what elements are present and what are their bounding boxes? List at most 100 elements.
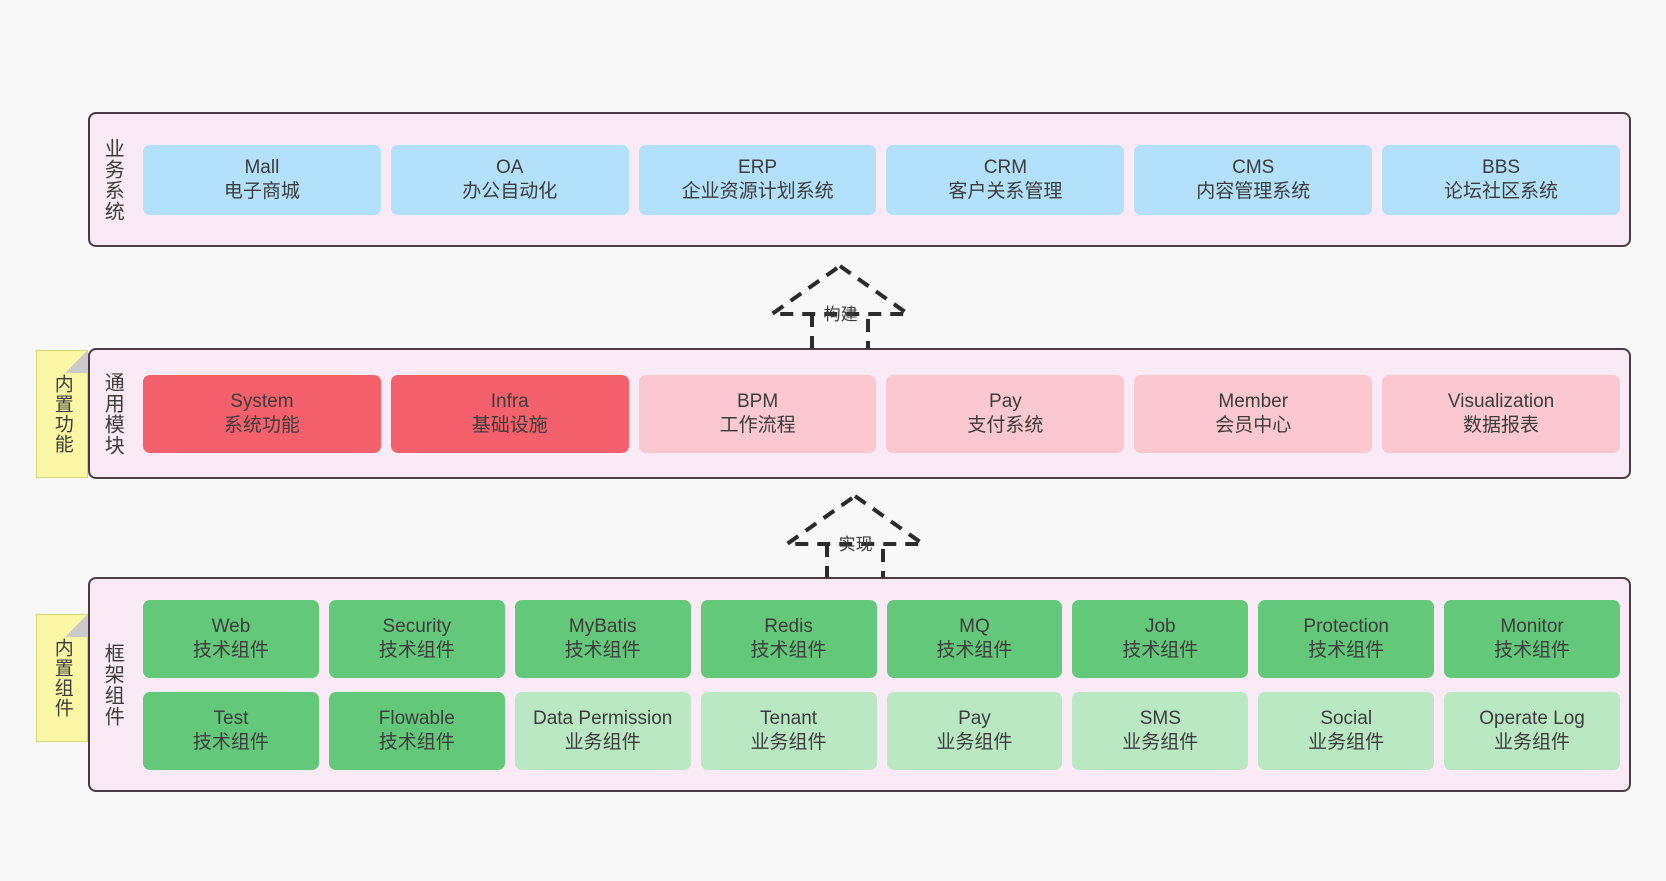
cell-erp-cn: 企业资源计划系统: [681, 180, 834, 202]
cell-pay-component-en: Pay: [958, 707, 991, 729]
cell-mall-en: Mall: [244, 156, 280, 178]
cell-redis[interactable]: Redis 技术组件: [700, 599, 877, 678]
cell-social-en: Social: [1320, 707, 1373, 729]
cell-bpm[interactable]: BPM 工作流程: [638, 374, 877, 453]
cell-sms[interactable]: SMS 业务组件: [1072, 691, 1249, 770]
cell-oa-en: OA: [496, 156, 524, 178]
cell-social-cn: 业务组件: [1308, 731, 1385, 753]
layer-business-cells: Mall 电子商城 OA 办公自动化 ERP 企业资源计划系统 CRM 客户关系…: [134, 114, 1629, 245]
cell-crm-en: CRM: [983, 156, 1028, 178]
cell-pay-component-cn: 业务组件: [936, 731, 1013, 753]
cell-erp[interactable]: ERP 企业资源计划系统: [638, 144, 877, 215]
cell-monitor[interactable]: Monitor 技术组件: [1444, 599, 1620, 678]
cell-system-cn: 系统功能: [223, 414, 300, 436]
cell-job[interactable]: Job 技术组件: [1072, 599, 1249, 678]
cell-crm-cn: 客户关系管理: [948, 180, 1063, 202]
arrow-realize-label: 实现: [838, 535, 873, 554]
cell-visualization-cn: 数据报表: [1463, 414, 1540, 436]
cell-sms-cn: 业务组件: [1122, 731, 1199, 753]
cell-mybatis-en: MyBatis: [568, 615, 637, 637]
layer-business-systems: 业务系统 Mall 电子商城 OA 办公自动化 ERP 企业资源计划系统 CRM…: [88, 112, 1631, 247]
cell-protection-cn: 技术组件: [1308, 639, 1385, 661]
note-builtin-function-label: 内置功能: [51, 374, 73, 454]
note-builtin-component: 内置组件: [36, 614, 88, 742]
cell-data-permission[interactable]: Data Permission 业务组件: [514, 691, 691, 770]
cell-infra-cn: 基础设施: [471, 414, 548, 436]
cell-member[interactable]: Member 会员中心: [1134, 374, 1373, 453]
cell-erp-en: ERP: [738, 156, 778, 178]
cell-bbs-en: BBS: [1482, 156, 1521, 178]
cell-visualization-en: Visualization: [1447, 390, 1555, 412]
cell-security-cn: 技术组件: [378, 639, 455, 661]
cell-system[interactable]: System 系统功能: [143, 374, 381, 453]
cell-monitor-cn: 技术组件: [1494, 639, 1571, 661]
cell-flowable[interactable]: Flowable 技术组件: [328, 691, 505, 770]
cell-bbs-cn: 论坛社区系统: [1444, 180, 1559, 202]
layer-title-common-modules: 通用模块: [101, 371, 124, 456]
cell-security-en: Security: [382, 615, 452, 637]
layer-framework-components: 框架组件 Web 技术组件 Security 技术组件 MyBatis 技术组件…: [88, 577, 1631, 792]
cell-mybatis[interactable]: MyBatis 技术组件: [514, 599, 691, 678]
cell-redis-en: Redis: [764, 615, 813, 637]
layer-common-cells: System 系统功能 Infra 基础设施 BPM 工作流程 Pay 支付系统…: [134, 350, 1629, 477]
cell-cms-cn: 内容管理系统: [1196, 180, 1311, 202]
cell-security[interactable]: Security 技术组件: [328, 599, 505, 678]
cell-flowable-en: Flowable: [378, 707, 455, 729]
cell-operate-log[interactable]: Operate Log 业务组件: [1444, 691, 1620, 770]
arrow-realize-stem-icon: [825, 544, 885, 582]
cell-member-en: Member: [1218, 390, 1289, 412]
cell-bpm-en: BPM: [736, 390, 779, 412]
arrow-realize: 实现: [775, 492, 935, 584]
cell-cms[interactable]: CMS 内容管理系统: [1134, 144, 1373, 215]
cell-member-cn: 会员中心: [1215, 414, 1292, 436]
cell-infra-en: Infra: [490, 390, 529, 412]
cell-bbs[interactable]: BBS 论坛社区系统: [1382, 144, 1620, 215]
cell-test[interactable]: Test 技术组件: [143, 691, 319, 770]
layer-title-framework-components: 框架组件: [101, 642, 124, 727]
note-builtin-component-label: 内置组件: [51, 638, 73, 718]
note-builtin-function: 内置功能: [36, 350, 88, 478]
cell-tenant-cn: 业务组件: [750, 731, 827, 753]
cell-visualization[interactable]: Visualization 数据报表: [1382, 374, 1620, 453]
cell-protection[interactable]: Protection 技术组件: [1258, 599, 1435, 678]
cell-crm[interactable]: CRM 客户关系管理: [886, 144, 1125, 215]
cell-operate-log-en: Operate Log: [1479, 707, 1585, 729]
cell-web-en: Web: [211, 615, 251, 637]
cell-protection-en: Protection: [1303, 615, 1389, 637]
cell-mq[interactable]: MQ 技术组件: [886, 599, 1063, 678]
cell-sms-en: SMS: [1139, 707, 1181, 729]
cell-data-permission-cn: 业务组件: [564, 731, 641, 753]
layer-title-business-systems: 业务系统: [101, 137, 124, 222]
cell-oa[interactable]: OA 办公自动化: [390, 144, 629, 215]
cell-bpm-cn: 工作流程: [719, 414, 796, 436]
cell-job-cn: 技术组件: [1122, 639, 1199, 661]
cell-redis-cn: 技术组件: [750, 639, 827, 661]
cell-web[interactable]: Web 技术组件: [143, 599, 319, 678]
cell-pay-module[interactable]: Pay 支付系统: [886, 374, 1125, 453]
cell-mall[interactable]: Mall 电子商城: [143, 144, 381, 215]
cell-test-cn: 技术组件: [192, 731, 269, 753]
cell-data-permission-en: Data Permission: [532, 707, 673, 729]
cell-pay-module-cn: 支付系统: [967, 414, 1044, 436]
cell-oa-cn: 办公自动化: [462, 180, 558, 202]
cell-operate-log-cn: 业务组件: [1494, 731, 1571, 753]
arrow-build-label: 构建: [823, 305, 858, 324]
layer-common-modules: 通用模块 System 系统功能 Infra 基础设施 BPM 工作流程 Pay…: [88, 348, 1631, 479]
cell-tenant-en: Tenant: [760, 707, 818, 729]
cell-flowable-cn: 技术组件: [378, 731, 455, 753]
cell-pay-module-en: Pay: [989, 390, 1022, 412]
cell-job-en: Job: [1144, 615, 1176, 637]
cell-test-en: Test: [213, 707, 249, 729]
cell-pay-component[interactable]: Pay 业务组件: [886, 691, 1063, 770]
layer-framework-cells: Web 技术组件 Security 技术组件 MyBatis 技术组件 Redi…: [134, 579, 1629, 790]
cell-social[interactable]: Social 业务组件: [1258, 691, 1435, 770]
cell-infra[interactable]: Infra 基础设施: [390, 374, 629, 453]
framework-row-technical: Web 技术组件 Security 技术组件 MyBatis 技术组件 Redi…: [143, 599, 1620, 678]
cell-web-cn: 技术组件: [192, 639, 269, 661]
cell-cms-en: CMS: [1232, 156, 1275, 178]
framework-row-business: Test 技术组件 Flowable 技术组件 Data Permission …: [143, 691, 1620, 770]
cell-system-en: System: [230, 390, 294, 412]
cell-tenant[interactable]: Tenant 业务组件: [700, 691, 877, 770]
arrow-build-stem-icon: [810, 314, 870, 352]
